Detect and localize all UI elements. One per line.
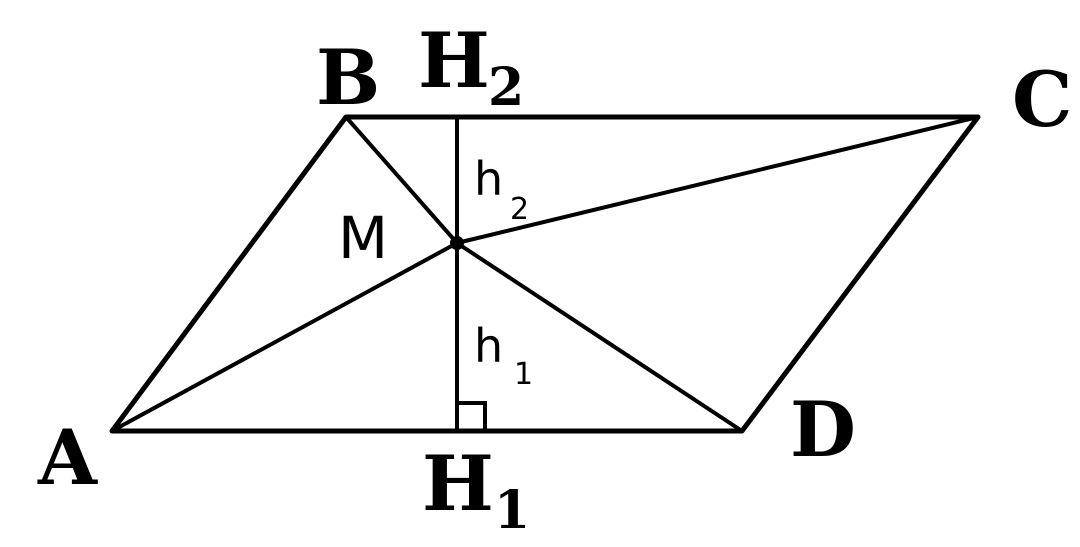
segment-mb <box>344 115 459 245</box>
label-h2-subscript: 2 <box>488 57 524 118</box>
label-h1-small-letter: h <box>474 319 503 373</box>
label-h1-letter: H <box>422 439 494 528</box>
segment-ma <box>110 241 459 433</box>
point-m <box>450 236 464 250</box>
label-h2-small-subscript: 2 <box>510 192 529 227</box>
segment-mc <box>455 115 980 245</box>
label-h1-small-subscript: 1 <box>514 357 533 392</box>
label-h2-small-letter: h <box>474 152 503 206</box>
vertex-label-d: D <box>790 385 856 474</box>
segment-md <box>455 241 744 433</box>
parallelogram-abcd <box>109 114 981 434</box>
right-angle-marker <box>457 401 487 431</box>
vertex-label-b: B <box>316 33 380 122</box>
label-m: M <box>338 204 388 272</box>
label-h1-subscript: 1 <box>494 480 530 541</box>
vertex-label-a: A <box>37 413 98 502</box>
vertex-label-c: C <box>1012 55 1073 144</box>
label-h2-letter: H <box>418 16 490 105</box>
